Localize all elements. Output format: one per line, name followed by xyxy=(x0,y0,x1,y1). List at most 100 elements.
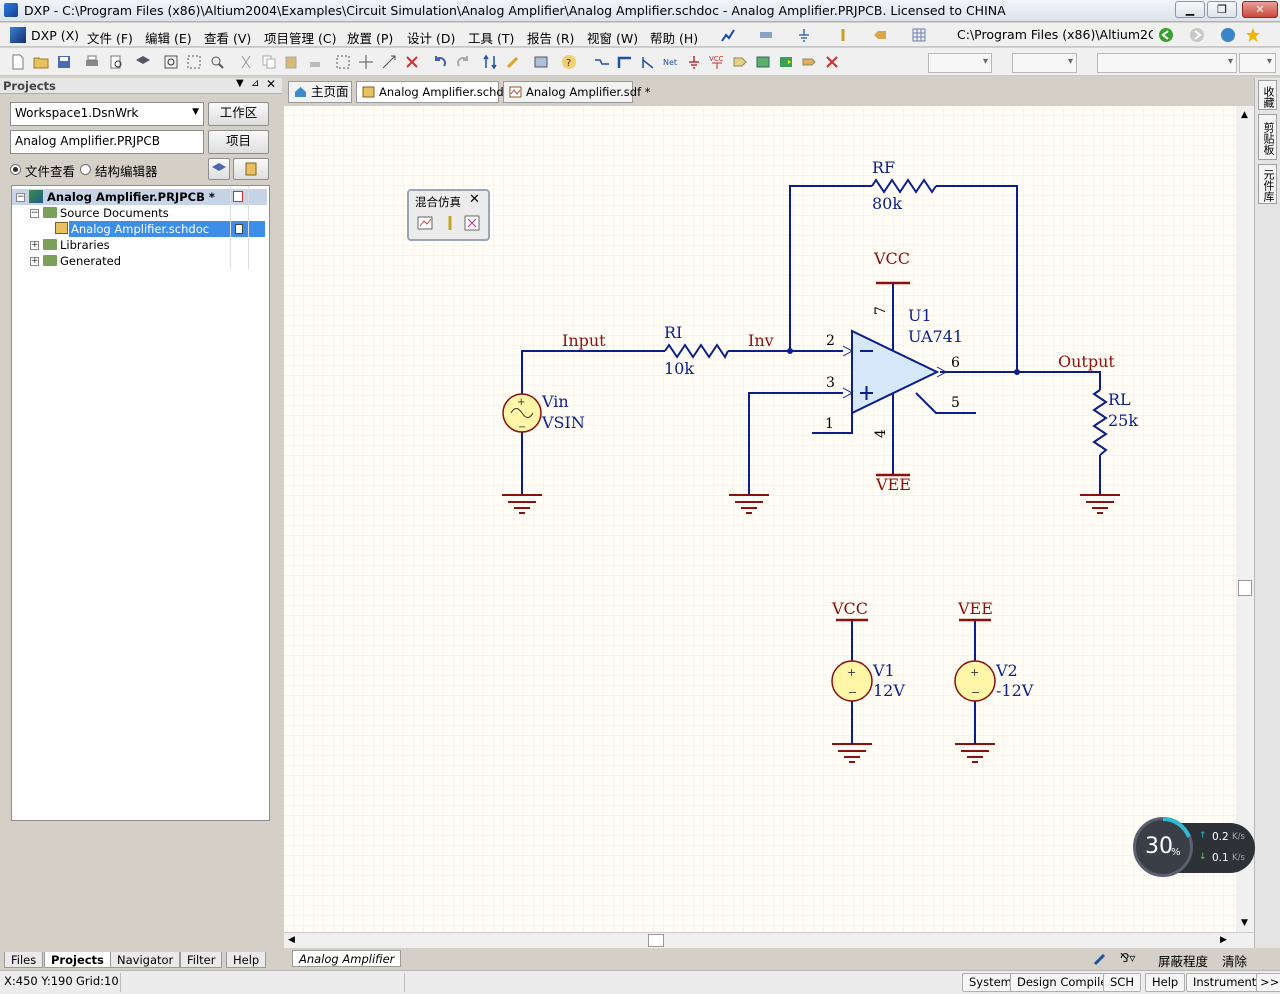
chart-icon[interactable] xyxy=(720,27,736,43)
hscroll-thumb[interactable] xyxy=(648,934,664,947)
wire-icon[interactable] xyxy=(594,54,610,70)
bus-entry-icon[interactable] xyxy=(640,54,656,70)
scroll-up-icon[interactable]: ▲ xyxy=(1241,110,1248,120)
hierarchy-icon[interactable] xyxy=(482,54,498,70)
zoom-selected-icon[interactable] xyxy=(209,54,225,70)
pen-icon[interactable] xyxy=(505,54,521,70)
status-help-button[interactable]: Help xyxy=(1145,973,1186,992)
panel-close-icon[interactable]: ✕ xyxy=(266,77,277,91)
tab-schdoc[interactable]: Analog Amplifier.schdoc xyxy=(356,81,517,103)
print-icon[interactable] xyxy=(84,54,100,70)
layers-icon[interactable] xyxy=(135,54,151,70)
v2-source-symbol[interactable] xyxy=(954,660,996,702)
rubber-stamp-icon[interactable] xyxy=(307,54,323,70)
panel-doc-button[interactable] xyxy=(233,158,269,180)
tree-item-schdoc[interactable]: Analog Amplifier.schdoc xyxy=(12,221,267,237)
grid-icon[interactable] xyxy=(911,27,927,43)
menu-design[interactable]: 设计 (D) xyxy=(407,31,456,46)
tab-favorites[interactable]: 收藏 xyxy=(1258,80,1277,110)
tab-help[interactable]: Help xyxy=(226,952,267,968)
tab-navigator[interactable]: Navigator xyxy=(110,952,181,968)
schematic-canvas[interactable]: RF 80k RI 10k Input Inv Output + − Vin V… xyxy=(284,106,1254,932)
cut-icon[interactable] xyxy=(238,54,254,70)
move-selection-icon[interactable] xyxy=(381,54,397,70)
tab-libraries[interactable]: 元件库 xyxy=(1258,164,1277,204)
collapse-icon[interactable]: − xyxy=(30,208,39,218)
scroll-left-icon[interactable]: ◀ xyxy=(288,935,295,945)
port-icon[interactable] xyxy=(872,27,888,43)
project-button[interactable]: 项目 xyxy=(208,130,269,154)
zoom-fit-icon[interactable] xyxy=(163,54,179,70)
tab-home[interactable]: 主页面 xyxy=(288,81,352,103)
sheet-entry-icon[interactable] xyxy=(778,54,794,70)
probe-icon[interactable] xyxy=(835,27,851,43)
mixed-sim-palette[interactable]: 混合仿真 ✕ xyxy=(407,189,490,241)
v1-source-symbol[interactable] xyxy=(831,660,873,702)
menu-edit[interactable]: 编辑 (E) xyxy=(145,31,192,46)
path-box[interactable]: C:\Program Files (x86)\Altium2C xyxy=(957,27,1153,42)
menu-place[interactable]: 放置 (P) xyxy=(347,31,394,46)
horizontal-scrollbar[interactable]: ◀ ▶ xyxy=(284,932,1254,948)
collapse-icon[interactable]: − xyxy=(16,192,25,202)
panel-menu-icon[interactable]: ▼ xyxy=(236,78,244,89)
favorites-star-icon[interactable] xyxy=(1245,27,1261,43)
deselect-icon[interactable] xyxy=(404,54,420,70)
bus-icon[interactable] xyxy=(758,27,774,43)
menu-reports[interactable]: 报告 (R) xyxy=(527,31,575,46)
back-icon[interactable] xyxy=(1158,27,1174,43)
undo-icon[interactable] xyxy=(432,54,448,70)
structure-editor-radio[interactable] xyxy=(80,164,91,175)
toolbar-combo-1[interactable] xyxy=(928,53,992,73)
status-instruments-button[interactable]: Instruments xyxy=(1186,973,1270,992)
globe-icon[interactable] xyxy=(1220,27,1236,43)
net-label-icon[interactable]: Net xyxy=(663,54,679,70)
ground-icon[interactable] xyxy=(796,27,812,43)
tab-projects[interactable]: Projects xyxy=(44,952,111,968)
scroll-down-icon[interactable]: ▼ xyxy=(1241,918,1248,928)
toolbar-combo-4[interactable] xyxy=(1239,53,1276,73)
wires[interactable] xyxy=(521,185,1101,495)
zoom-area-icon[interactable] xyxy=(186,54,202,70)
schematic-svg[interactable]: RF 80k RI 10k Input Inv Output + − Vin V… xyxy=(284,106,1254,932)
help-icon[interactable]: ? xyxy=(561,54,577,70)
new-document-icon[interactable] xyxy=(10,54,26,70)
tree-item-project[interactable]: − Analog Amplifier.PRJPCB * xyxy=(12,189,267,205)
bus-tool-icon[interactable] xyxy=(617,54,633,70)
toolbar-combo-2[interactable] xyxy=(1012,53,1077,73)
print-preview-icon[interactable] xyxy=(108,54,124,70)
vertical-scrollbar[interactable]: ▲ ▼ xyxy=(1236,106,1254,932)
open-folder-icon[interactable] xyxy=(33,54,49,70)
place-part-icon[interactable] xyxy=(732,54,748,70)
sheet-symbol-icon[interactable] xyxy=(755,54,771,70)
save-icon[interactable] xyxy=(56,54,72,70)
menu-view[interactable]: 查看 (V) xyxy=(204,31,252,46)
filter-icon[interactable]: ⅋▿ xyxy=(1120,951,1136,965)
menu-tools[interactable]: 工具 (T) xyxy=(468,31,515,46)
expand-icon[interactable]: + xyxy=(30,256,39,266)
tree-item-generated[interactable]: + Generated xyxy=(12,253,267,269)
status-system-button[interactable]: System xyxy=(962,973,1019,992)
resistor-rl-symbol[interactable] xyxy=(1092,389,1108,456)
panel-pin-icon[interactable]: ⊿ xyxy=(251,78,260,89)
menu-project[interactable]: 项目管理 (C) xyxy=(264,31,337,46)
expand-icon[interactable]: + xyxy=(30,240,39,250)
scroll-right-icon[interactable]: ▶ xyxy=(1220,935,1227,945)
panel-option-button[interactable] xyxy=(208,158,230,180)
workspace-button[interactable]: 工作区 xyxy=(208,102,269,126)
move-icon[interactable] xyxy=(358,54,374,70)
menu-file[interactable]: 文件 (F) xyxy=(87,31,133,46)
opamp-u1-symbol[interactable] xyxy=(851,329,940,415)
tree-item-libraries[interactable]: + Libraries xyxy=(12,237,267,253)
palette-close-icon[interactable]: ✕ xyxy=(469,192,480,207)
resistor-ri-symbol[interactable] xyxy=(664,343,729,359)
mask-level-button[interactable]: 屏蔽程度 xyxy=(1158,954,1209,969)
file-view-radio[interactable] xyxy=(10,164,21,175)
tree-item-source-docs[interactable]: − Source Documents xyxy=(12,205,267,221)
sheet-tab-analog-amplifier[interactable]: Analog Amplifier xyxy=(292,950,402,967)
dxp-logo-icon[interactable] xyxy=(10,27,26,43)
no-erc-icon[interactable] xyxy=(824,54,840,70)
select-area-icon[interactable] xyxy=(335,54,351,70)
paste-icon[interactable] xyxy=(284,54,300,70)
menu-window[interactable]: 视窗 (W) xyxy=(587,31,639,46)
minimize-button[interactable]: ▁ xyxy=(1175,1,1205,18)
